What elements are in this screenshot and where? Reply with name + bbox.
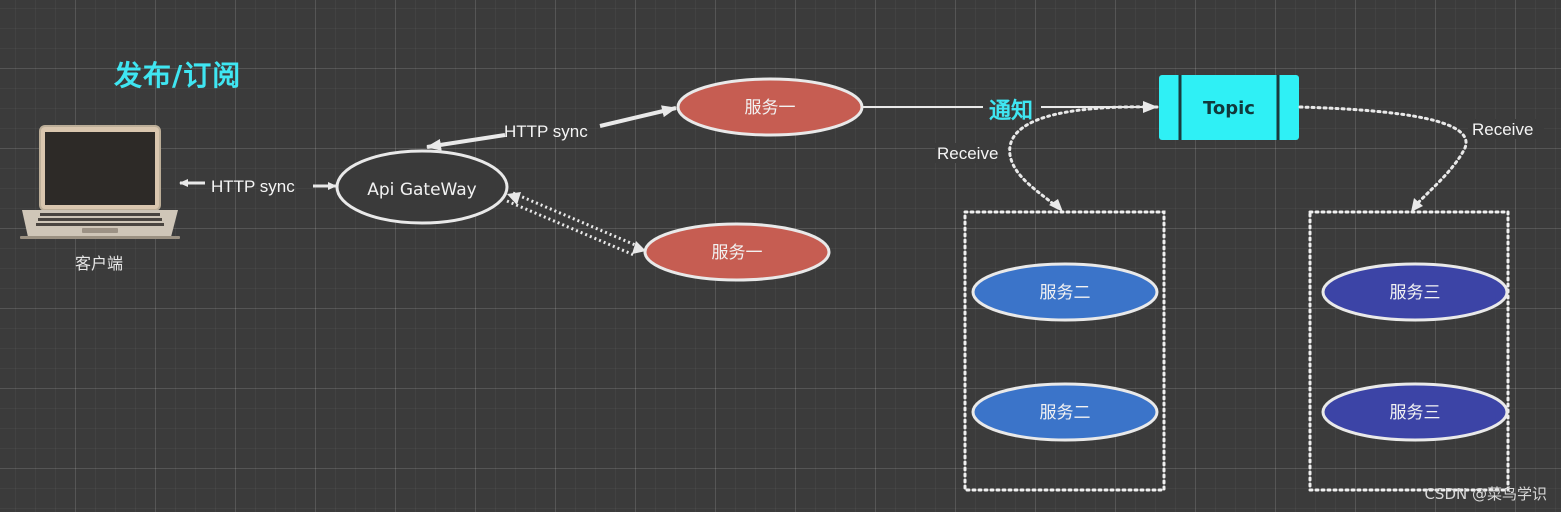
edge-gateway-service1-async (506, 191, 646, 257)
service-1-top-node[interactable]: 服务一 (676, 77, 864, 137)
service-2-top-node[interactable]: 服务二 (971, 262, 1159, 322)
edge-label-receive-left: Receive (937, 144, 998, 163)
service-3-group (1308, 210, 1510, 492)
topic-label: Topic (1203, 98, 1255, 119)
service-1-bottom-node[interactable]: 服务一 (643, 222, 831, 282)
edge-notify: 通知 (862, 98, 1158, 124)
diagram-title: 发布/订阅 (114, 59, 242, 92)
edge-receive-left: Receive (935, 105, 1159, 212)
edge-label-gateway-service1: HTTP sync (504, 122, 588, 141)
laptop-icon (20, 125, 180, 239)
topic-node[interactable]: Topic (1159, 75, 1299, 140)
edge-label-notify: 通知 (989, 98, 1033, 124)
edge-receive-right: Receive (1298, 105, 1544, 212)
watermark: CSDN @菜鸟学识 (1424, 485, 1547, 503)
service-3-bottom-label: 服务三 (1390, 403, 1441, 423)
service-3-top-label: 服务三 (1390, 283, 1441, 303)
service-2-top-label: 服务二 (1040, 283, 1091, 303)
service-3-top-node[interactable]: 服务三 (1321, 262, 1509, 322)
api-gateway-label: Api GateWay (367, 180, 476, 200)
service-2-bottom-label: 服务二 (1040, 403, 1091, 423)
client-label: 客户端 (74, 254, 123, 273)
service-3-bottom-node[interactable]: 服务三 (1321, 382, 1509, 442)
api-gateway-node[interactable]: Api GateWay (335, 149, 509, 225)
edge-client-gateway: HTTP sync (179, 177, 337, 196)
service-1-bottom-label: 服务一 (712, 243, 763, 263)
service-1-top-label: 服务一 (745, 98, 796, 118)
service-2-bottom-node[interactable]: 服务二 (971, 382, 1159, 442)
edge-label-receive-right: Receive (1472, 120, 1533, 139)
edge-label-client-gateway: HTTP sync (211, 177, 295, 196)
edge-gateway-service1: HTTP sync (426, 105, 677, 151)
service-2-group (963, 210, 1166, 492)
